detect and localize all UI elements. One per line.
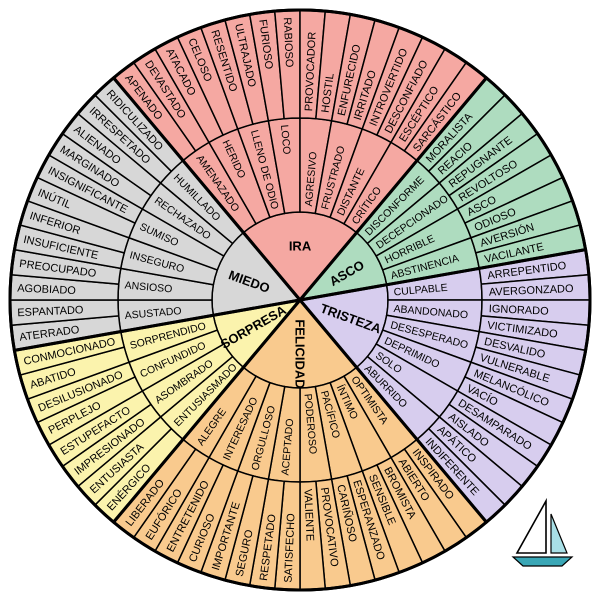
jib-sail-icon (550, 513, 568, 554)
outer-label-valiente: VALIENTE (301, 489, 315, 542)
sailboat-logo (511, 497, 574, 567)
outer-label-provocador: PROVOCADOR (303, 32, 318, 112)
middle-label-aceptado: ACEPTADO (279, 418, 296, 476)
middle-label-poderoso: PODEROSO (302, 393, 319, 455)
outer-label-rabioso: RABIOSO (281, 17, 295, 68)
core-label-ira: IRA (289, 239, 312, 254)
section-outlines (8, 8, 592, 592)
outer-label-hostil: HOSTIL (320, 73, 337, 114)
middle-label-agresivo: AGRESIVO (303, 151, 320, 207)
middle-label-asustado: ASUSTADO (124, 305, 182, 322)
hull-icon (511, 556, 574, 567)
middle-label-ansioso: ANSIOSO (124, 279, 173, 295)
middle-label-loco: LOCO (278, 124, 293, 155)
outer-label-satisfecho: SATISFECHO (283, 513, 298, 583)
outer-label-agobiado: AGOBIADO (17, 283, 77, 298)
mainsail-icon (515, 497, 547, 554)
middle-label-culpable: CULPABLE (393, 282, 448, 299)
outer-label-avergonzado: AVERGONZADO (489, 283, 575, 299)
core-label-felicidad: FELICIDAD (292, 319, 307, 388)
outer-label-espantado: ESPANTADO (17, 304, 84, 319)
outer-label-ignorado: IGNORADO (489, 303, 550, 318)
outer-rim (8, 8, 592, 592)
